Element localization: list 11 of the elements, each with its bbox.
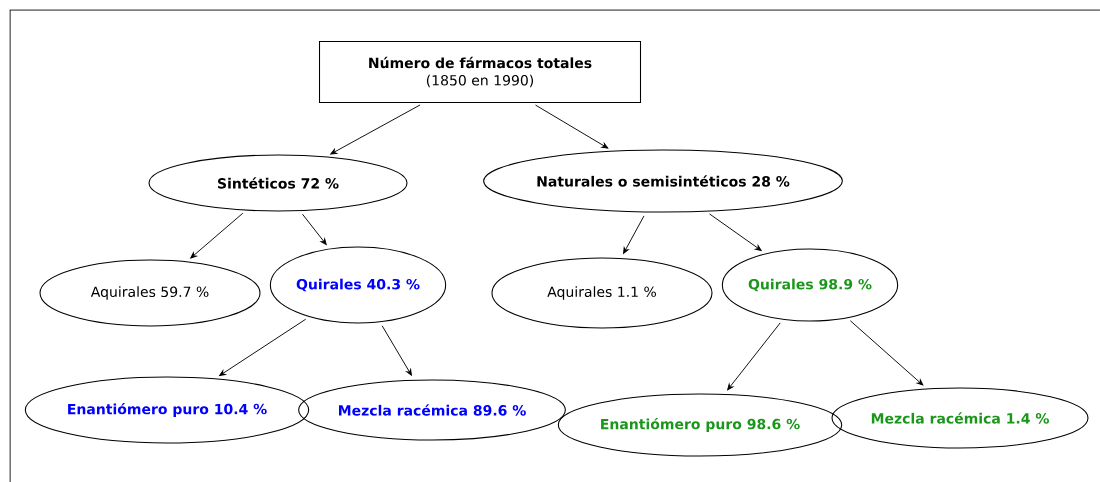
arrow <box>330 104 421 155</box>
arrow <box>727 322 781 391</box>
arrow <box>381 325 412 376</box>
arrow <box>219 318 307 377</box>
title-box: Número de fármacos totales (1850 en 1990) <box>318 40 642 104</box>
arrow <box>190 212 244 259</box>
arrow <box>302 213 327 245</box>
arrow <box>623 215 645 254</box>
arrow <box>849 320 924 386</box>
arrow <box>709 213 762 251</box>
arrow <box>535 104 609 149</box>
